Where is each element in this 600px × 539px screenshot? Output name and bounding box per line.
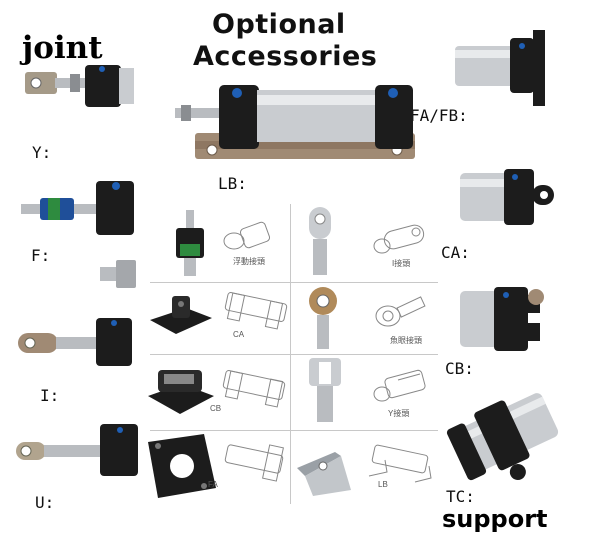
label-f: F: bbox=[31, 246, 51, 265]
grid-divider-h3 bbox=[150, 430, 438, 431]
u-joint-image bbox=[16, 424, 138, 476]
ca-drawing bbox=[224, 292, 288, 330]
fa-flange-photo bbox=[148, 434, 216, 498]
tc-cylinder-image bbox=[446, 393, 559, 481]
lb-cylinder-image bbox=[175, 85, 415, 159]
caption-fisheye-joint: 魚眼接頭 bbox=[390, 336, 422, 345]
caption-cb: CB bbox=[210, 404, 222, 413]
caption-y-joint: Y接頭 bbox=[388, 409, 410, 418]
fisheye-joint-photo bbox=[309, 287, 337, 349]
i-joint-drawing bbox=[373, 224, 425, 254]
caption-lb: LB bbox=[378, 480, 388, 489]
fa-drawing bbox=[224, 444, 284, 482]
lb-bracket-photo bbox=[297, 452, 351, 496]
fisheye-joint-drawing bbox=[375, 296, 426, 327]
bolt-image bbox=[100, 260, 136, 288]
i-joint-image bbox=[18, 318, 132, 366]
page-title-line2: Accessories bbox=[193, 41, 378, 72]
label-u: U: bbox=[35, 493, 55, 512]
y-joint-drawing bbox=[373, 369, 426, 402]
label-lb: LB: bbox=[218, 174, 247, 193]
floating-joint-photo bbox=[176, 210, 204, 276]
lb-drawing bbox=[368, 444, 432, 483]
grid-divider-h1 bbox=[150, 282, 438, 283]
y-joint-image bbox=[25, 65, 134, 107]
cb-cylinder-image bbox=[460, 287, 544, 351]
label-tc: TC: bbox=[446, 487, 475, 506]
caption-floating-joint: 浮動接頭 bbox=[233, 257, 265, 266]
label-cb: CB: bbox=[445, 359, 474, 378]
ca-cylinder-image bbox=[460, 169, 554, 225]
label-i: I: bbox=[40, 386, 60, 405]
support-heading: support bbox=[442, 505, 548, 533]
joint-heading: joint bbox=[22, 30, 103, 66]
label-fa-fb: FA/FB: bbox=[410, 106, 468, 125]
page-title-line1: Optional bbox=[212, 9, 346, 40]
label-y: Y: bbox=[32, 143, 52, 162]
cb-drawing bbox=[222, 370, 286, 408]
caption-ca: CA bbox=[233, 330, 245, 339]
floating-joint-drawing bbox=[223, 221, 271, 250]
caption-fa: FA bbox=[208, 480, 218, 489]
fa-fb-cylinder-image bbox=[455, 30, 545, 106]
label-ca: CA: bbox=[441, 243, 470, 262]
grid-divider-h2 bbox=[150, 354, 438, 355]
ca-bracket-photo bbox=[150, 296, 212, 334]
cb-bracket-photo bbox=[148, 370, 214, 414]
caption-i-joint: I接頭 bbox=[392, 259, 411, 268]
y-joint-photo bbox=[309, 358, 341, 422]
f-joint-image bbox=[21, 181, 134, 235]
i-joint-photo bbox=[309, 207, 331, 275]
